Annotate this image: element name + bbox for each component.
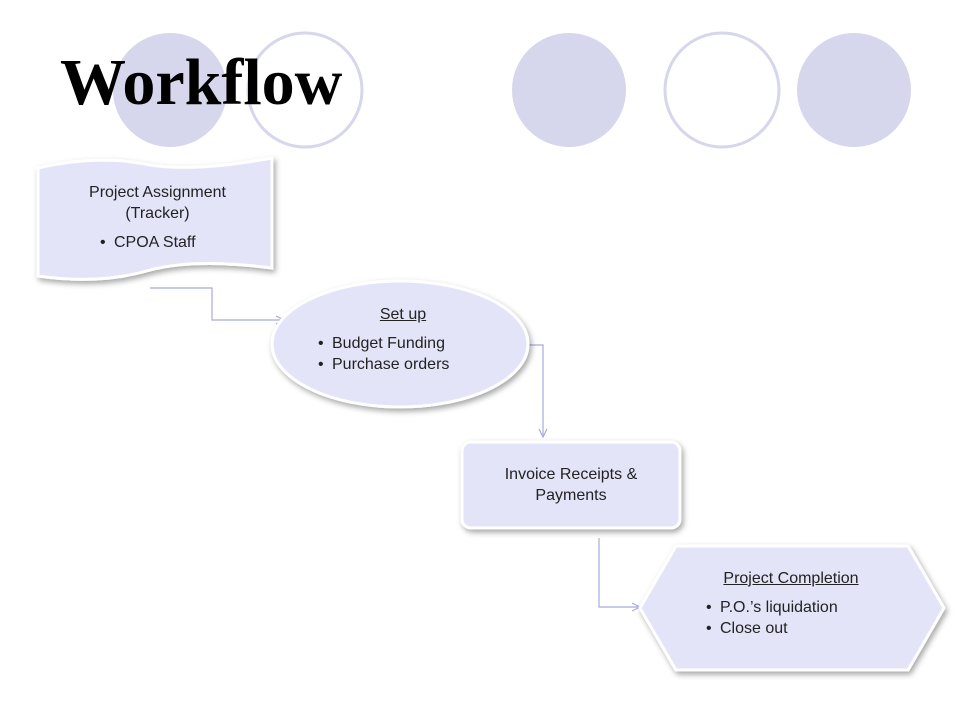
bullet-item: P.O.’s liquidation: [706, 597, 876, 618]
decorative-circle-filled: [512, 33, 626, 147]
connector-arrowhead: [538, 428, 548, 439]
node-heading: Invoice Receipts & Payments: [504, 466, 638, 504]
connector-arrow: [528, 344, 544, 435]
node-project-completion: Project Completion P.O.’s liquidation Cl…: [706, 568, 876, 639]
node-invoice-receipts: Invoice Receipts & Payments: [482, 464, 660, 506]
decorative-circle-filled: [113, 33, 227, 147]
bullet-item: Purchase orders: [318, 354, 488, 375]
bullet-list: CPOA Staff: [100, 232, 255, 253]
decorative-circle-filled: [797, 33, 911, 147]
decorative-circles: [113, 31, 911, 149]
bullet-list: Budget Funding Purchase orders: [318, 333, 488, 375]
node-project-assignment: Project Assignment (Tracker) CPOA Staff: [60, 182, 255, 253]
decorative-circle-outline: [663, 31, 781, 149]
connector-arrow: [150, 287, 282, 321]
node-heading: Set up: [379, 306, 427, 323]
bullet-item: Close out: [706, 618, 876, 639]
bullet-list: P.O.’s liquidation Close out: [706, 597, 876, 639]
node-heading: Project Completion: [723, 570, 859, 587]
page-title: Workflow: [60, 46, 343, 119]
connectors: [150, 287, 642, 612]
connector-arrow: [598, 538, 638, 608]
node-heading: Project Assignment (Tracker): [89, 184, 226, 222]
bullet-item: Budget Funding: [318, 333, 488, 354]
bullet-item: CPOA Staff: [100, 232, 255, 253]
node-set-up: Set up Budget Funding Purchase orders: [318, 304, 488, 375]
rounded-rect-node-shape: [460, 440, 682, 530]
decorative-circle-outline: [246, 31, 364, 149]
